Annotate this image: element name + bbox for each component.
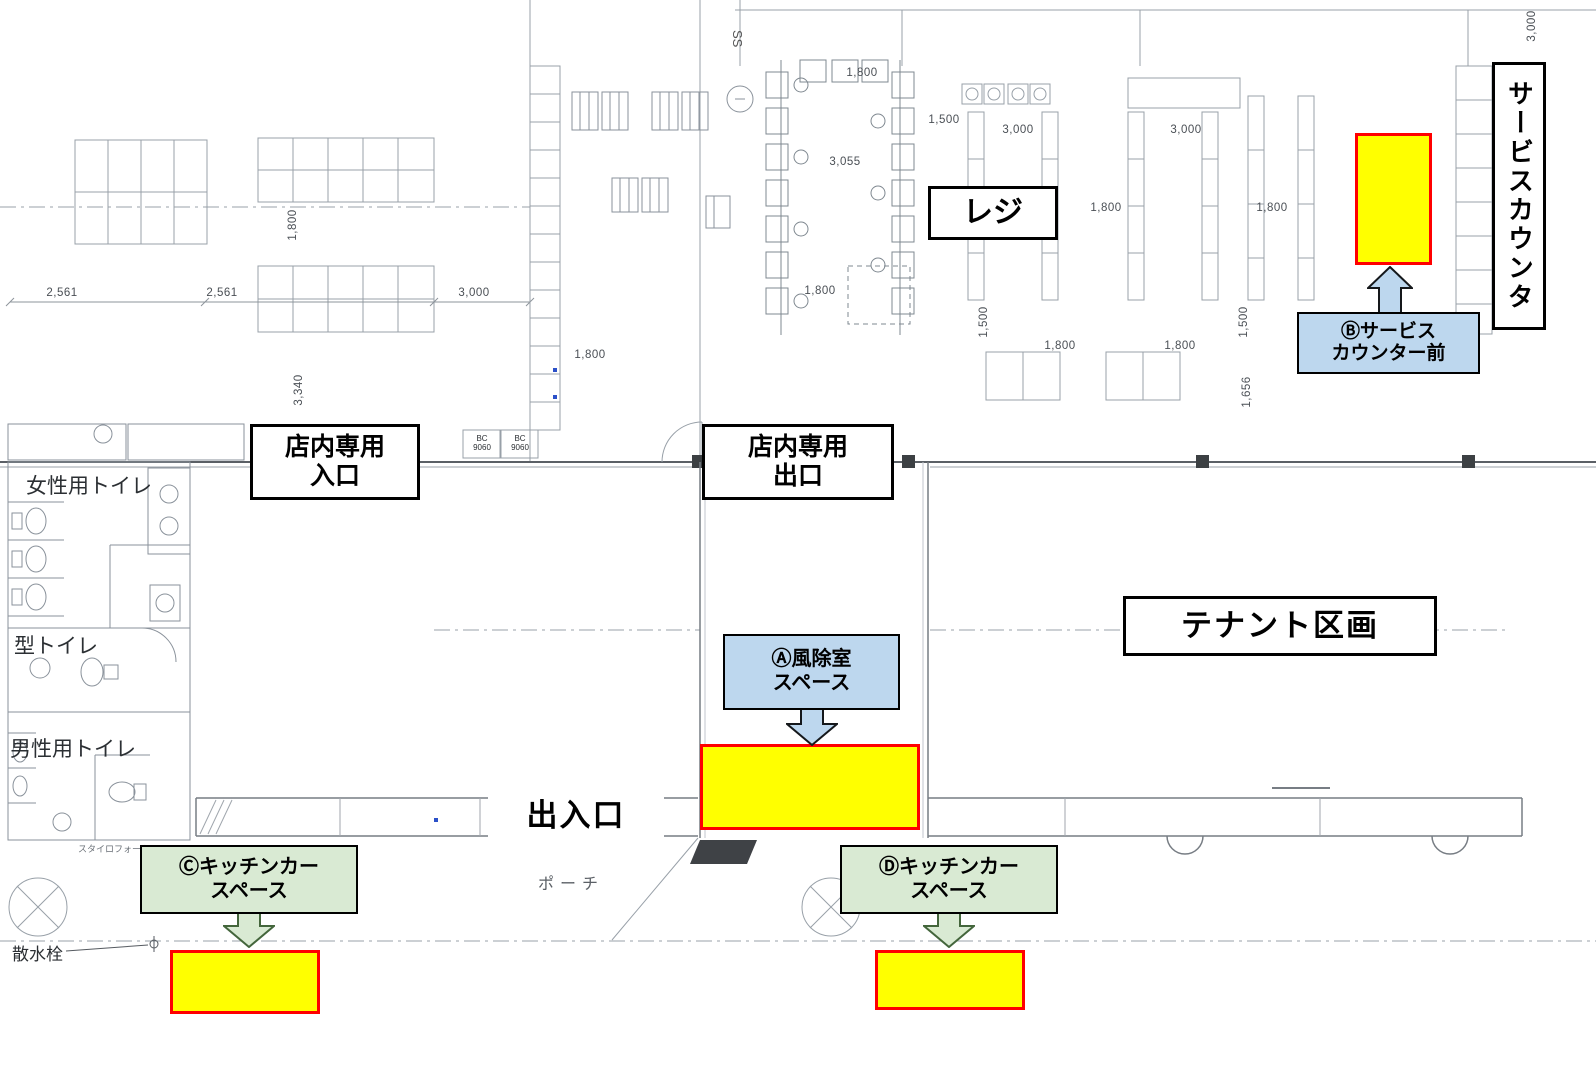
mens-toilet-label: 男性用トイレ bbox=[10, 738, 136, 761]
structural-lines bbox=[529, 0, 1596, 462]
label-line: カウンター前 bbox=[1331, 343, 1446, 364]
dimension-label: 2,561 bbox=[46, 287, 78, 299]
label-line: 店内専用 bbox=[747, 432, 848, 461]
marker-dots bbox=[434, 368, 557, 822]
dimension-label: 3,000 bbox=[1002, 124, 1034, 136]
windbreak-room-label: Ⓐ風除室 スペース bbox=[723, 634, 900, 710]
tenant-section-label: テナント区画 bbox=[1123, 596, 1437, 656]
highlight-kitchen-car-d bbox=[875, 950, 1025, 1010]
store-exit-label: 店内専用 出口 bbox=[702, 424, 894, 500]
dimension-label: 1,800 bbox=[804, 285, 836, 297]
accessible-toilet-label: 型トイレ bbox=[14, 635, 98, 658]
service-counter-strip bbox=[1455, 65, 1493, 335]
highlight-windbreak-room bbox=[700, 744, 920, 830]
arrow-up-service-counter-front bbox=[1367, 266, 1413, 314]
sprinkler-label: 散水栓 bbox=[12, 945, 63, 964]
dimension-label: 3,055 bbox=[829, 156, 861, 168]
shelf-grids bbox=[74, 137, 435, 333]
label-line: スペース bbox=[910, 879, 988, 902]
label-line: 店内専用 bbox=[284, 432, 385, 461]
porch-label: ポーチ bbox=[538, 876, 605, 893]
dimension-label: 1,800 bbox=[1044, 340, 1076, 352]
highlight-kitchen-car-c bbox=[170, 950, 320, 1014]
dimension-label: 1,656 bbox=[1241, 376, 1253, 408]
label-text: テナント区画 bbox=[1181, 607, 1379, 643]
label-text: サービスカウンタ bbox=[1504, 80, 1535, 312]
label-line: Ⓓキッチンカー bbox=[879, 855, 1019, 878]
ss-mark-label: SS bbox=[730, 30, 745, 48]
dimension-label: 1,800 bbox=[287, 209, 299, 241]
entrance-mat bbox=[690, 840, 757, 864]
dimension-label: 3,000 bbox=[458, 287, 490, 299]
dimension-label: 3,000 bbox=[1526, 10, 1538, 42]
middle-shelving bbox=[462, 65, 561, 459]
label-line: 出口 bbox=[772, 462, 823, 490]
bc-unit-label: BC 9060 bbox=[473, 434, 491, 453]
dimension-label: 3,000 bbox=[1170, 124, 1202, 136]
label-line: Ⓐ風除室 bbox=[771, 648, 852, 671]
register-lane-icons bbox=[765, 59, 915, 335]
arrow-down-windbreak-room bbox=[786, 708, 838, 746]
bc-unit-label: BC 9060 bbox=[511, 434, 529, 453]
dimension-label: 2,561 bbox=[206, 287, 238, 299]
label-line: スペース bbox=[210, 879, 288, 902]
dimension-label: 1,500 bbox=[1238, 306, 1250, 338]
toilet-area bbox=[7, 423, 245, 841]
entrance-exit-label: 出入口 bbox=[488, 790, 664, 842]
dimension-label: 1,500 bbox=[978, 306, 990, 338]
label-line: Ⓑサービス bbox=[1340, 320, 1436, 342]
dimension-label: 1,800 bbox=[574, 349, 606, 361]
label-line: 入口 bbox=[309, 462, 360, 490]
dimension-label: 1,800 bbox=[846, 67, 878, 79]
porch-ground bbox=[8, 368, 861, 952]
label-text: 出入口 bbox=[526, 797, 626, 833]
dimension-label: 1,500 bbox=[928, 114, 960, 126]
kitchen-car-d-label: Ⓓキッチンカー スペース bbox=[840, 845, 1058, 914]
kitchen-car-c-label: Ⓒキッチンカー スペース bbox=[140, 845, 358, 914]
dimension-label: 3,340 bbox=[293, 374, 305, 406]
dimension-label: 1,800 bbox=[1090, 202, 1122, 214]
arrow-down-kitchen-car-c bbox=[223, 910, 275, 948]
label-text: レジ bbox=[963, 196, 1023, 230]
dimension-label: 1,800 bbox=[1256, 202, 1288, 214]
service-counter-front-label: Ⓑサービス カウンター前 bbox=[1297, 312, 1480, 374]
porch-wall-right bbox=[928, 787, 1523, 855]
cart-icons bbox=[571, 85, 754, 229]
label-line: Ⓒキッチンカー bbox=[179, 855, 319, 878]
sprinkler-symbol bbox=[65, 936, 159, 952]
styrofoam-label: スタイロフォーム bbox=[78, 844, 150, 854]
arrow-down-kitchen-car-d bbox=[923, 910, 975, 948]
label-line: スペース bbox=[772, 672, 851, 694]
store-entrance-label: 店内専用 入口 bbox=[250, 424, 420, 500]
register-label: レジ bbox=[928, 186, 1058, 240]
womens-toilet-label: 女性用トイレ bbox=[26, 475, 152, 498]
service-counter-label: サービスカウンタ bbox=[1492, 62, 1546, 330]
highlight-service-counter-front bbox=[1355, 133, 1432, 265]
dimension-label: 1,800 bbox=[1164, 340, 1196, 352]
